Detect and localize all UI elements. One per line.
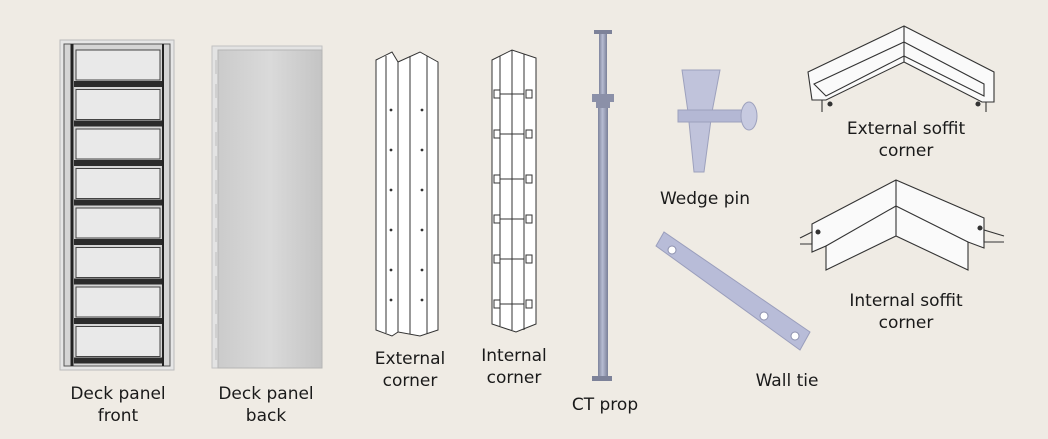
wedge-pin-image xyxy=(677,69,758,173)
internal-soffit-corner-image xyxy=(799,179,1005,271)
wall-tie-label: Wall tie xyxy=(755,371,819,391)
ct-prop-label: CT prop xyxy=(571,395,639,415)
deck-panel-front-image xyxy=(59,39,175,371)
external-corner-image xyxy=(375,51,439,337)
ct-prop-image xyxy=(592,30,614,381)
deck-panel-back-image xyxy=(211,45,323,369)
internal-corner-image xyxy=(491,49,537,333)
external-soffit-corner-image xyxy=(807,25,995,112)
wall-tie-image xyxy=(655,231,811,351)
wedge-pin-label: Wedge pin xyxy=(659,189,750,209)
